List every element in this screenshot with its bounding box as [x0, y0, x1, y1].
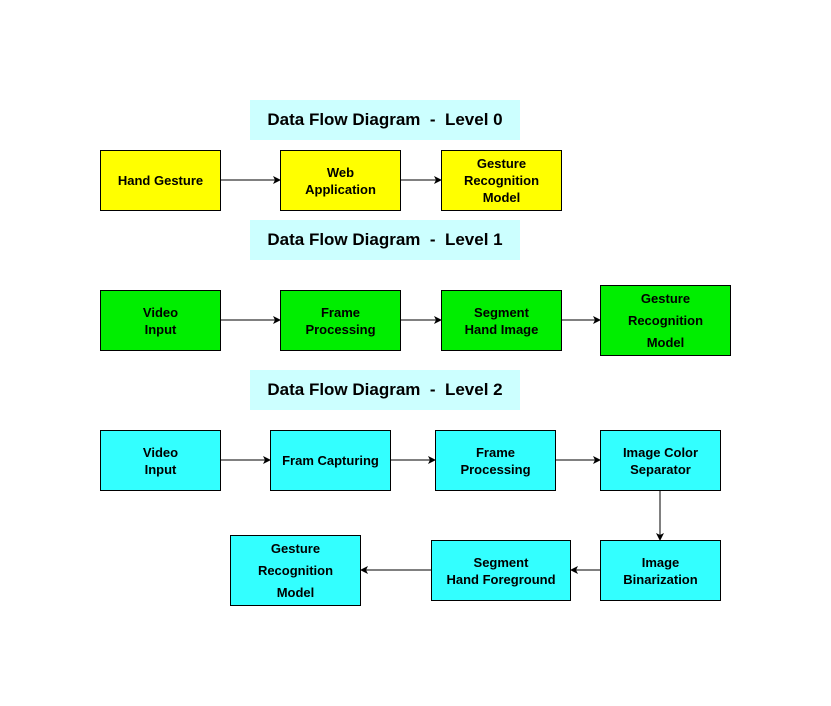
- level0-gesture-recognition-model-node[interactable]: Gesture Recognition Model: [441, 150, 562, 211]
- level0-web-application-node[interactable]: Web Application: [280, 150, 401, 211]
- level1-frame-processing-node[interactable]: Frame Processing: [280, 290, 401, 351]
- level0-hand-gesture-node[interactable]: Hand Gesture: [100, 150, 221, 211]
- level0-title: Data Flow Diagram - Level 0: [250, 100, 520, 140]
- level2-image-color-separator-node[interactable]: Image Color Separator: [600, 430, 721, 491]
- level2-fram-capturing-node[interactable]: Fram Capturing: [270, 430, 391, 491]
- level2-video-input-node[interactable]: Video Input: [100, 430, 221, 491]
- level1-title: Data Flow Diagram - Level 1: [250, 220, 520, 260]
- level2-frame-processing-node[interactable]: Frame Processing: [435, 430, 556, 491]
- level2-image-binarization-node[interactable]: Image Binarization: [600, 540, 721, 601]
- level2-gesture-recognition-model-node[interactable]: Gesture Recognition Model: [230, 535, 361, 606]
- level1-video-input-node[interactable]: Video Input: [100, 290, 221, 351]
- level1-segment-hand-image-node[interactable]: Segment Hand Image: [441, 290, 562, 351]
- level2-title: Data Flow Diagram - Level 2: [250, 370, 520, 410]
- level1-gesture-recognition-model-node[interactable]: Gesture Recognition Model: [600, 285, 731, 356]
- level2-segment-hand-foreground-node[interactable]: Segment Hand Foreground: [431, 540, 571, 601]
